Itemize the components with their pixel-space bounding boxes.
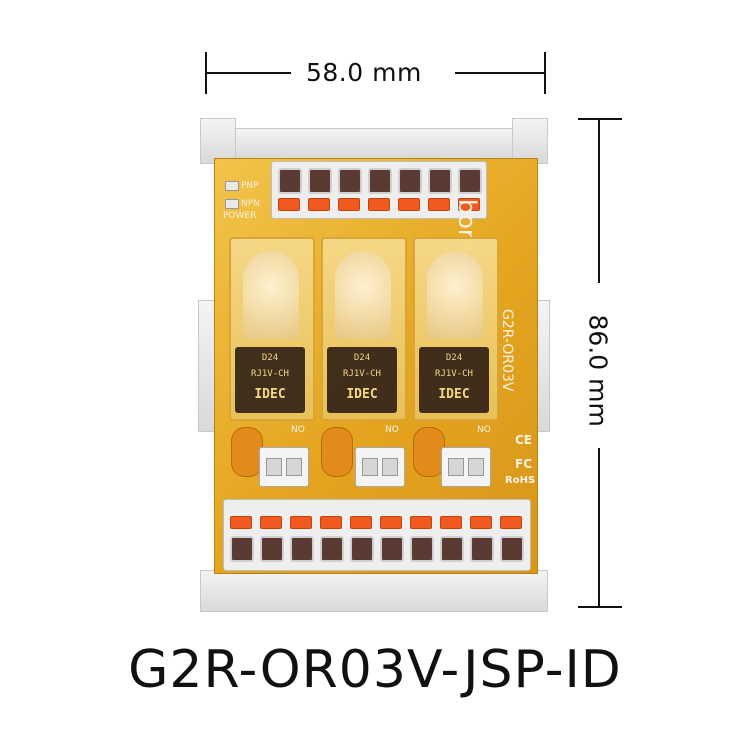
width-dim-label: 58.0 mm bbox=[306, 58, 422, 87]
terminal-lever bbox=[260, 516, 282, 529]
terminal-screw bbox=[308, 168, 332, 194]
terminal-lever bbox=[290, 516, 312, 529]
relay-base: D24 RJ1V-CH IDEC bbox=[419, 347, 489, 413]
no-label-1: NO bbox=[291, 425, 305, 435]
terminal-lever bbox=[230, 516, 252, 529]
jumper-connector-2 bbox=[355, 447, 405, 487]
connector-pin bbox=[286, 458, 302, 476]
rail-top bbox=[200, 128, 548, 160]
height-dim-line-bottom bbox=[598, 448, 600, 607]
no-label-3: NO bbox=[477, 425, 491, 435]
relay-coil bbox=[427, 251, 483, 339]
terminal-lever bbox=[380, 516, 402, 529]
terminal-screw bbox=[398, 168, 422, 194]
indicator-npn-label: NPN bbox=[241, 199, 260, 209]
rail-side-left-top bbox=[200, 118, 236, 164]
indicator-pnp-label: PNP bbox=[241, 181, 259, 191]
terminal-screw bbox=[320, 536, 344, 562]
relay-code: RJ1V-CH bbox=[251, 369, 289, 379]
relay-3: D24 RJ1V-CH IDEC bbox=[413, 237, 499, 421]
top-terminal-block bbox=[271, 161, 487, 219]
relay-coil bbox=[243, 251, 299, 339]
terminal-screw bbox=[458, 168, 482, 194]
width-dim-right-tick bbox=[544, 52, 546, 94]
terminal-lever bbox=[338, 198, 360, 211]
indicator-power-label: POWER bbox=[223, 211, 257, 221]
board-model-silk: G2R-OR03V bbox=[499, 309, 515, 392]
cert-fc: FC bbox=[515, 457, 533, 471]
cert-ce: CE bbox=[515, 433, 533, 447]
height-dim-line-top bbox=[598, 118, 600, 283]
relay-2: D24 RJ1V-CH IDEC bbox=[321, 237, 407, 421]
connector-pin bbox=[468, 458, 484, 476]
relay-brand: IDEC bbox=[346, 387, 378, 402]
terminal-lever bbox=[278, 198, 300, 211]
cert-rohs: RoHS bbox=[505, 475, 536, 486]
relay-voltage: D24 bbox=[261, 353, 279, 363]
relay-code: RJ1V-CH bbox=[343, 369, 381, 379]
relay-brand: IDEC bbox=[438, 387, 470, 402]
connector-pin bbox=[362, 458, 378, 476]
terminal-lever bbox=[410, 516, 432, 529]
led-npn bbox=[225, 199, 239, 209]
terminal-screw bbox=[410, 536, 434, 562]
terminal-lever bbox=[368, 198, 390, 211]
width-dim-line-right bbox=[455, 72, 545, 74]
terminal-screw bbox=[278, 168, 302, 194]
relay-base: D24 RJ1V-CH IDEC bbox=[327, 347, 397, 413]
terminal-screw bbox=[500, 536, 524, 562]
connector-pin bbox=[266, 458, 282, 476]
relay-coil bbox=[335, 251, 391, 339]
relay-voltage: D24 bbox=[445, 353, 463, 363]
terminal-screw bbox=[380, 536, 404, 562]
relay-brand: IDEC bbox=[254, 387, 286, 402]
terminal-lever bbox=[308, 198, 330, 211]
width-dim-line-left bbox=[205, 72, 291, 74]
bottom-terminal-block bbox=[223, 499, 531, 571]
terminal-lever bbox=[458, 198, 480, 211]
terminal-screw bbox=[260, 536, 284, 562]
connector-pin bbox=[448, 458, 464, 476]
connector-pin bbox=[382, 458, 398, 476]
terminal-screw bbox=[368, 168, 392, 194]
model-name: G2R-OR03V-JSP-ID bbox=[128, 640, 622, 700]
terminal-screw bbox=[338, 168, 362, 194]
rail-bottom bbox=[200, 570, 548, 612]
pcb: PNP NPN POWER bore D24 RJ1V-CH IDEC D24 … bbox=[214, 158, 538, 574]
height-dim-top-tick bbox=[578, 118, 622, 120]
relay-base: D24 RJ1V-CH IDEC bbox=[235, 347, 305, 413]
jumper-connector-1 bbox=[259, 447, 309, 487]
relay-1: D24 RJ1V-CH IDEC bbox=[229, 237, 315, 421]
terminal-screw bbox=[290, 536, 314, 562]
terminal-screw bbox=[470, 536, 494, 562]
led-pnp bbox=[225, 181, 239, 191]
terminal-screw bbox=[440, 536, 464, 562]
terminal-lever bbox=[470, 516, 492, 529]
terminal-screw bbox=[350, 536, 374, 562]
jumper-connector-3 bbox=[441, 447, 491, 487]
terminal-lever bbox=[320, 516, 342, 529]
no-label-2: NO bbox=[385, 425, 399, 435]
height-dim-bottom-tick bbox=[578, 606, 622, 608]
terminal-screw bbox=[428, 168, 452, 194]
terminal-lever bbox=[398, 198, 420, 211]
height-dim-label: 86.0 mm bbox=[583, 314, 613, 427]
terminal-lever bbox=[500, 516, 522, 529]
terminal-lever bbox=[440, 516, 462, 529]
terminal-lever bbox=[428, 198, 450, 211]
terminal-screw bbox=[230, 536, 254, 562]
terminal-lever bbox=[350, 516, 372, 529]
relay-code: RJ1V-CH bbox=[435, 369, 473, 379]
relay-voltage: D24 bbox=[353, 353, 371, 363]
capacitor-2 bbox=[321, 427, 353, 477]
